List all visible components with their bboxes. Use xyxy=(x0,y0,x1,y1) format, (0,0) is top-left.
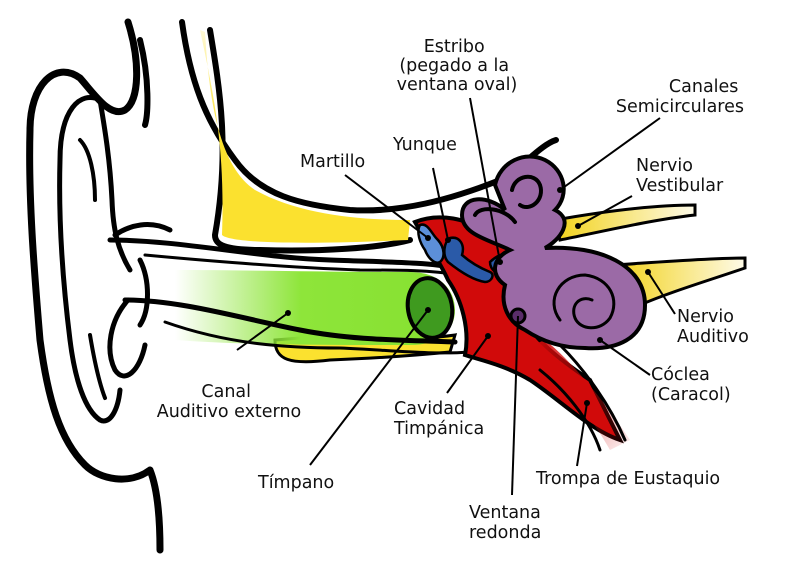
leader-lines xyxy=(236,97,676,496)
label-yunque: Yunque xyxy=(392,135,457,155)
temporal-bone xyxy=(200,30,410,243)
label-timpano: Tímpano xyxy=(257,473,334,493)
eustachian-tube xyxy=(520,340,630,450)
pinna xyxy=(26,18,173,554)
label-estribo: Estribo (pegado a la ventana oval) xyxy=(397,37,518,95)
label-nervio-auditivo: Nervio Auditivo xyxy=(677,307,749,347)
ear-canal xyxy=(107,237,472,355)
label-trompa-eustaquio: Trompa de Eustaquio xyxy=(535,469,720,489)
vestibular-nerve xyxy=(553,203,697,242)
label-nervio-vestibular: Nervio Vestibular xyxy=(636,156,724,196)
label-cavidad-timpanica: Cavidad Timpánica xyxy=(393,399,484,439)
label-canal-auditivo: Canal Auditivo externo xyxy=(157,382,302,422)
inner-ear xyxy=(459,154,648,351)
label-coclea: Cóclea (Caracol) xyxy=(651,365,731,405)
hammer-bone xyxy=(417,223,445,264)
label-ventana-redonda: Ventana redonda xyxy=(469,503,546,543)
label-canales-semicirculares: Canales Semicirculares xyxy=(616,77,744,117)
anvil-bone xyxy=(443,236,494,284)
label-martillo: Martillo xyxy=(300,152,365,172)
